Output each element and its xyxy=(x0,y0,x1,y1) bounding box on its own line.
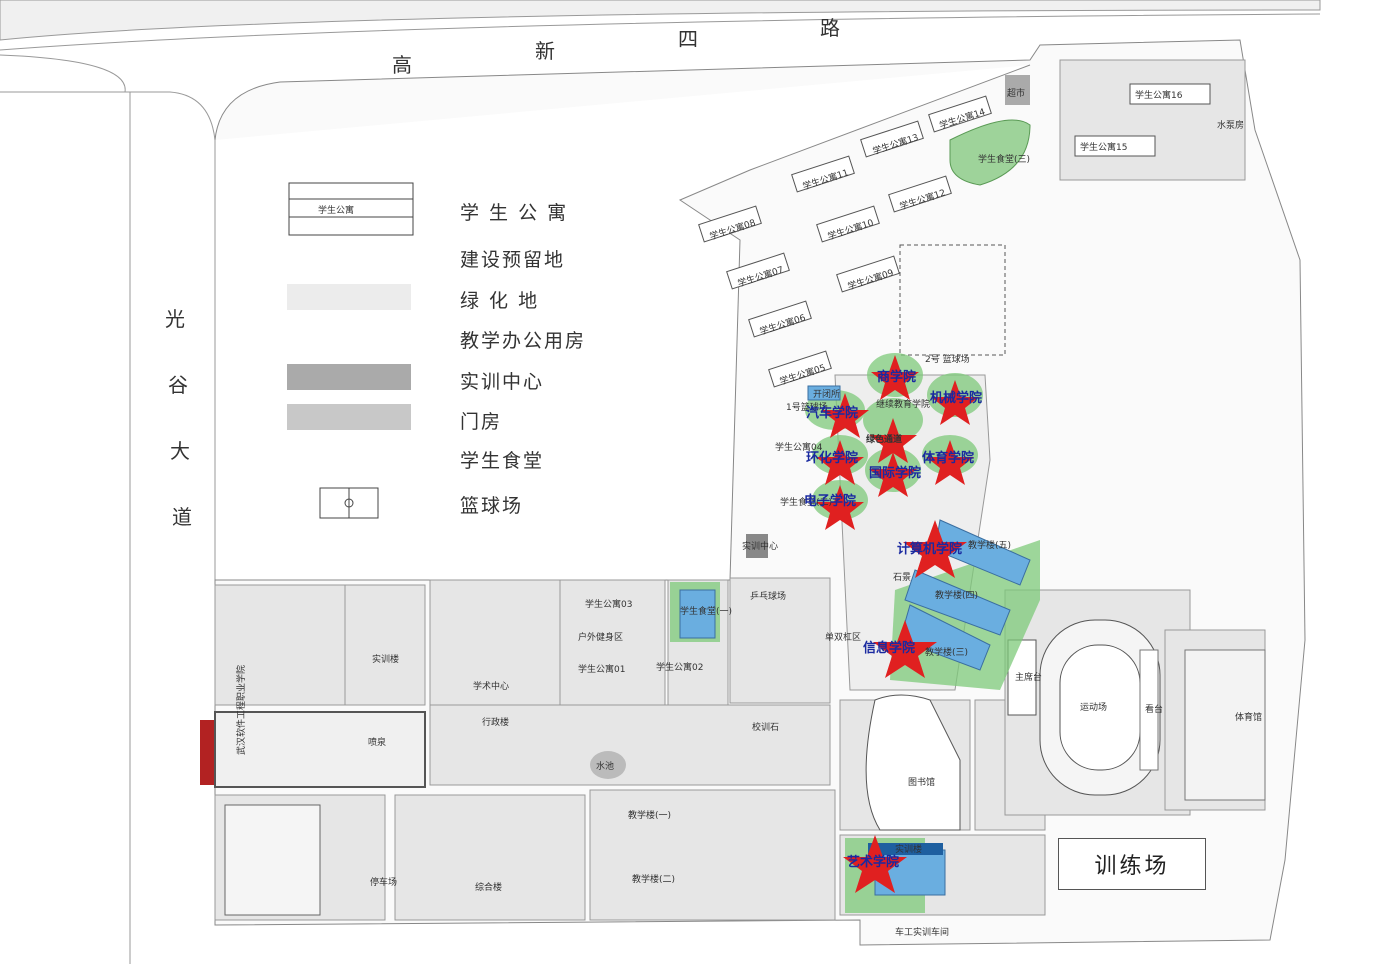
teach2-label: 教学楼(二) xyxy=(632,873,675,885)
field-label: 运动场 xyxy=(1080,702,1107,713)
college-mechanical: 机械学院 xyxy=(930,390,982,406)
legend-court-label: 篮球场 xyxy=(460,495,524,517)
green-path-label: 绿色通道 xyxy=(866,433,902,445)
pool xyxy=(590,751,626,779)
dorm-03: 学生公寓03 xyxy=(585,598,632,610)
legend-training-swatch xyxy=(287,364,411,390)
road-north-char-3: 四 xyxy=(678,27,698,51)
library-label: 图书馆 xyxy=(908,776,935,788)
teach3-label: 教学楼(三) xyxy=(925,646,968,658)
college-computer: 计算机学院 xyxy=(897,541,962,557)
road-west-char-4: 道 xyxy=(172,505,192,529)
college-env-chem: 环化学院 xyxy=(806,450,858,466)
college-arts: 艺术学院 xyxy=(847,854,899,870)
outdoor-label: 户外健身区 xyxy=(578,631,623,643)
shixun-building-label: 实训楼 xyxy=(372,653,399,665)
dorm-02: 学生公寓02 xyxy=(656,661,703,673)
college-electronics: 电子学院 xyxy=(804,493,856,509)
north-road xyxy=(0,0,1321,41)
canteen1-label: 学生食堂(一) xyxy=(680,605,732,617)
teach1-label: 教学楼(一) xyxy=(628,809,671,821)
road-north-char-4: 路 xyxy=(820,16,840,40)
dorm-01: 学生公寓01 xyxy=(578,663,625,675)
training-building-label: 实训楼 xyxy=(895,843,922,855)
water-room-label: 水泵房 xyxy=(1217,119,1244,131)
legend-training-label: 实训中心 xyxy=(460,371,545,393)
legend-gate-label: 门房 xyxy=(460,411,503,433)
pool-label: 水池 xyxy=(596,760,614,772)
school-stone-label: 校训石 xyxy=(752,721,779,733)
gate-label: 武汉软件工程职业学院 xyxy=(235,665,247,755)
canteen2-label: 学生食堂(二) xyxy=(780,496,832,508)
legend-green-swatch xyxy=(287,284,411,310)
teach5-label: 教学楼(五) xyxy=(968,539,1011,551)
activity-label: 单双杠区 xyxy=(825,631,861,643)
training-ground: 训练场 xyxy=(1058,838,1206,890)
supermarket-label: 超市 xyxy=(1007,87,1025,99)
auto-workshop-label: 车工实训车间 xyxy=(895,926,949,938)
opening-label: 开闭所 xyxy=(813,388,840,400)
road-north-char-2: 新 xyxy=(535,39,555,63)
college-sports: 体育学院 xyxy=(922,450,974,466)
legend-canteen-label: 学生食堂 xyxy=(460,450,545,472)
dorm-15: 学生公寓15 xyxy=(1080,141,1127,153)
legend-office-label: 教学办公用房 xyxy=(460,330,587,352)
main-stage-label: 主席台 xyxy=(1015,671,1042,683)
fountain-label: 喷泉 xyxy=(368,736,386,748)
road-north-char-1: 高 xyxy=(392,53,412,77)
road-west-char-1: 光 xyxy=(165,307,185,331)
admin-label: 行政楼 xyxy=(482,716,509,728)
complex-label: 综合楼 xyxy=(475,881,502,893)
academic-label: 学术中心 xyxy=(473,680,509,692)
dorm-04: 学生公寓04 xyxy=(775,441,823,453)
college-information: 信息学院 xyxy=(863,640,915,656)
college-business: 商学院 xyxy=(877,369,916,385)
pingpong-label: 乒乓球场 xyxy=(750,590,786,602)
court2-label: 2号 篮球场 xyxy=(925,353,970,365)
parking-label: 停车场 xyxy=(370,876,397,888)
canteen3-shape xyxy=(949,119,1031,186)
legend-reserve-label: 建设预留地 xyxy=(460,249,566,271)
road-west-char-3: 大 xyxy=(170,439,190,463)
legend-dorm-sample-text: 学生公寓 xyxy=(318,204,354,216)
canteen3-label: 学生食堂(三) xyxy=(978,153,1030,165)
college-international: 国际学院 xyxy=(869,465,921,481)
legend-green-label: 绿 化 地 xyxy=(460,290,540,312)
teach4-label: 教学楼(四) xyxy=(935,589,978,601)
gym-label: 体育馆 xyxy=(1235,711,1262,723)
continuing-label: 继续教育学院 xyxy=(876,398,930,410)
road-west-char-2: 谷 xyxy=(168,373,188,397)
college-automotive: 汽车学院 xyxy=(806,405,858,421)
legend-dorm-label: 学 生 公 寓 xyxy=(460,202,569,224)
bleacher-label: 看台 xyxy=(1145,703,1163,715)
training-center-label: 实训中心 xyxy=(742,540,778,552)
shishi-label: 石景 xyxy=(893,572,911,583)
dorm-16: 学生公寓16 xyxy=(1135,89,1183,101)
legend-gate-swatch xyxy=(287,404,411,430)
court1-label: 1号篮球场 xyxy=(786,401,828,413)
